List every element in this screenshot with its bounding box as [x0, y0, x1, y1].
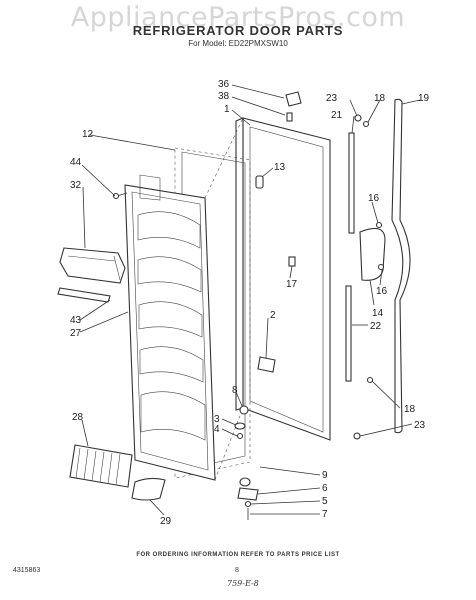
bushing: [239, 405, 249, 415]
leader-lines: [79, 84, 421, 516]
document-code: 4315863: [13, 567, 41, 574]
door-handle: [391, 98, 411, 434]
handle-trim-lower: [345, 285, 352, 382]
hinge-cap: [239, 477, 251, 487]
callout-12: 12: [82, 129, 94, 140]
callout-4: 4: [214, 424, 220, 435]
callout-1: 1: [224, 104, 230, 115]
callout-numbers: 36 38 1 23 18 19 21 12 13 44 32 16 16 17…: [70, 79, 430, 527]
small-clip: [286, 112, 293, 122]
callout-13: 13: [274, 162, 286, 173]
hinge-washer: [244, 500, 252, 508]
watermark: AppliancePartsPros.com: [70, 2, 406, 33]
bin-cover: [59, 247, 126, 284]
clip-17: [288, 256, 296, 267]
callout-44: 44: [70, 157, 82, 168]
callout-28: 28: [72, 412, 84, 423]
callout-16-upper: 16: [368, 193, 380, 204]
hinge-bracket: [257, 356, 276, 373]
label-plate: [285, 91, 302, 107]
callout-23-top: 23: [326, 93, 338, 104]
screw-44: [112, 192, 128, 200]
callout-36: 36: [218, 79, 230, 90]
bottom-trim: [131, 477, 166, 501]
handle-trim-upper: [348, 132, 355, 234]
callout-3: 3: [214, 414, 220, 425]
callout-21: 21: [331, 110, 343, 121]
handle-bracket: [359, 227, 386, 281]
stop-part: [255, 175, 264, 189]
callout-38: 38: [218, 91, 230, 102]
callout-2: 2: [270, 310, 276, 321]
callout-43: 43: [70, 315, 82, 326]
callout-27: 27: [70, 328, 82, 339]
callout-8: 8: [232, 385, 238, 396]
callout-7: 7: [322, 509, 328, 520]
callout-6: 6: [322, 483, 328, 494]
grille: [69, 444, 133, 488]
pin: [236, 432, 244, 440]
screws: [353, 114, 385, 440]
callout-19: 19: [418, 93, 430, 104]
callout-29: 29: [160, 516, 172, 527]
callout-22: 22: [370, 321, 382, 332]
callout-23-bottom: 23: [414, 420, 426, 431]
door-liner: [124, 174, 216, 481]
spacer: [234, 422, 246, 430]
callout-9: 9: [322, 470, 328, 481]
model-number: For Model: ED22PMXSW10: [188, 39, 288, 48]
hinge-plate: [237, 487, 259, 501]
callout-16-lower: 16: [376, 286, 388, 297]
callout-17: 17: [286, 279, 298, 290]
callout-32: 32: [70, 180, 82, 191]
page-number: 8: [235, 567, 239, 574]
handwritten-note: 759-E-8: [227, 579, 259, 588]
callout-18-bottom: 18: [404, 404, 416, 415]
callout-18-top: 18: [374, 93, 386, 104]
page-title: REFRIGERATOR DOOR PARTS: [132, 23, 344, 38]
callout-14: 14: [372, 308, 384, 319]
ordering-note: FOR ORDERING INFORMATION REFER TO PARTS …: [136, 552, 340, 558]
callout-5: 5: [322, 496, 328, 507]
bin-trim: [57, 287, 111, 303]
